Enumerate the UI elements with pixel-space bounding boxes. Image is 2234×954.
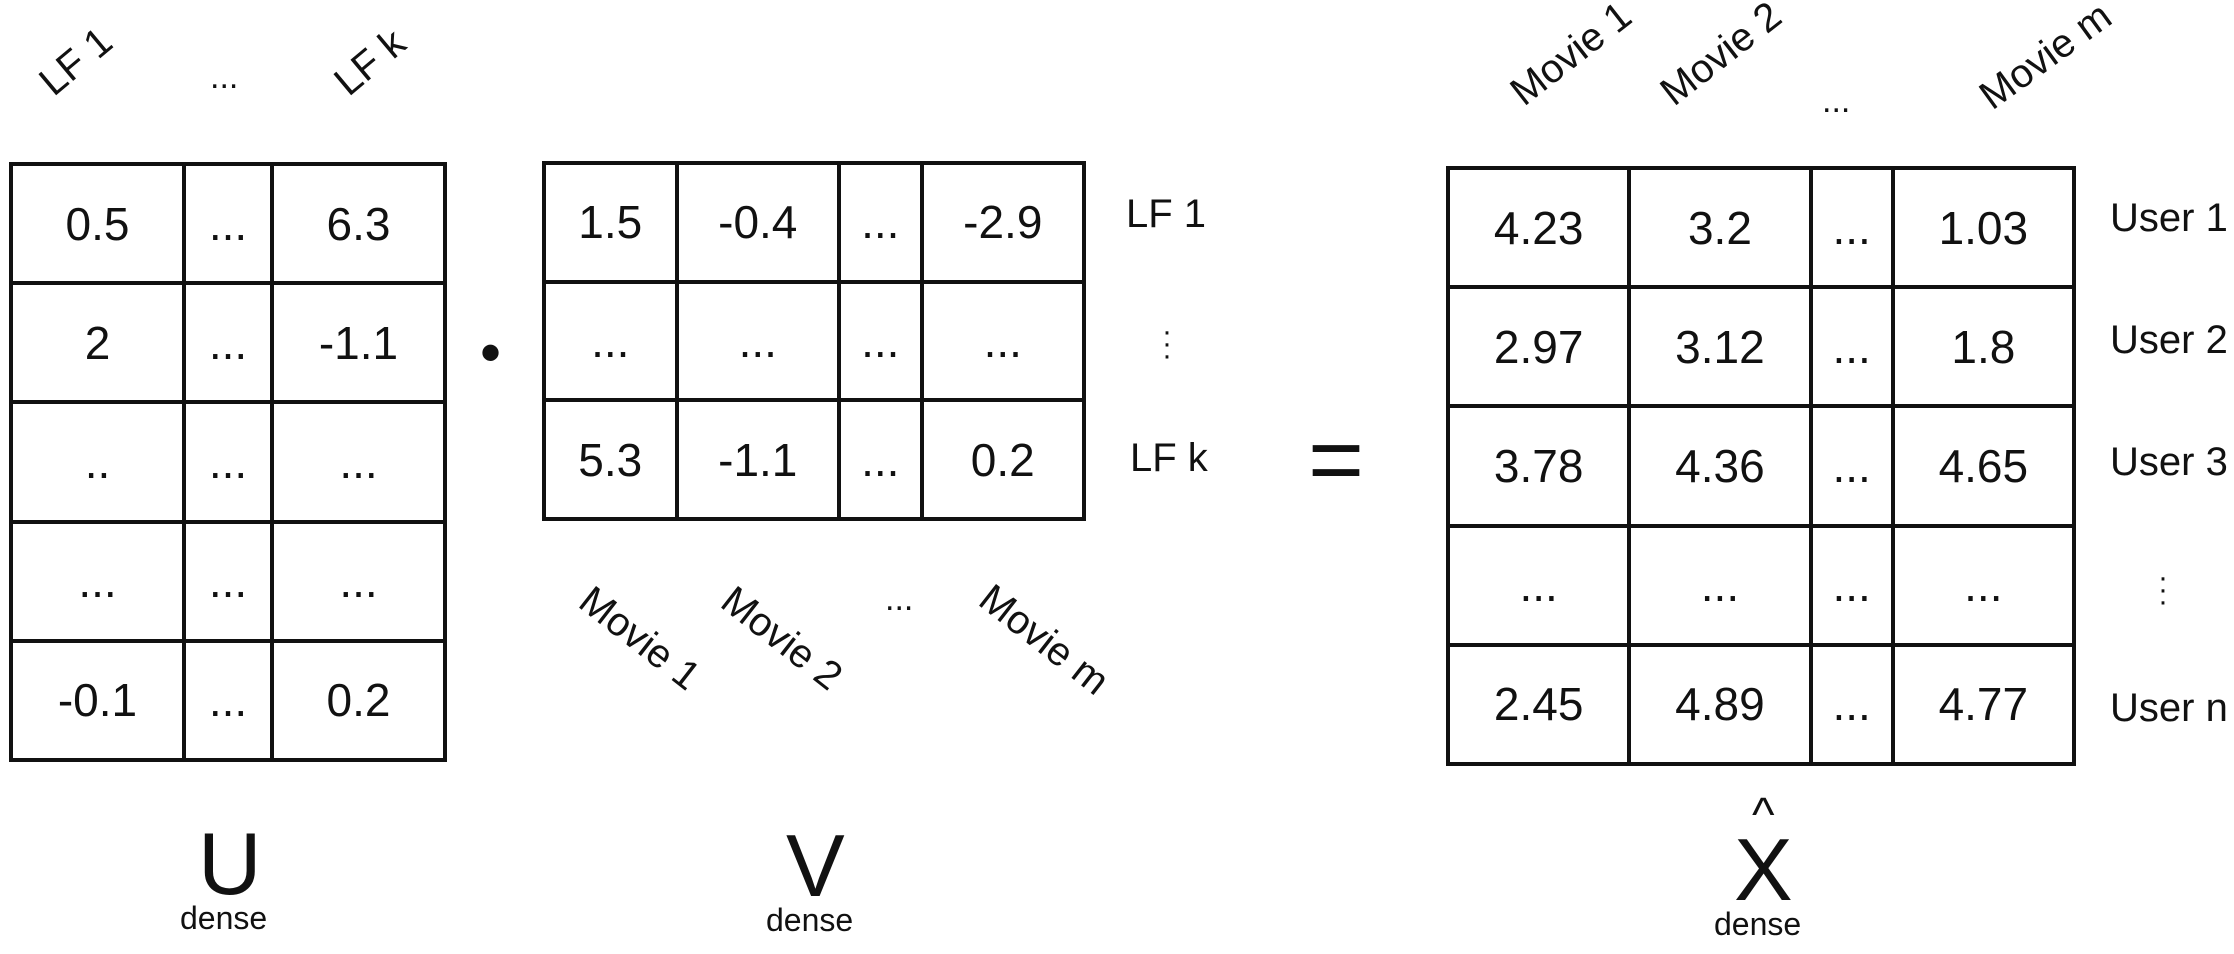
x-cell: ... <box>1445 523 1632 647</box>
u-cell: ... <box>182 161 274 286</box>
u-cell: 2 <box>9 281 186 405</box>
x-row-label-usern: User n <box>2110 686 2228 730</box>
x-cell: 3.12 <box>1627 285 1813 409</box>
x-cell: 1.03 <box>1890 165 2077 290</box>
v-cell: ... <box>836 279 924 403</box>
v-row-label-vdots: ··· <box>1162 315 1172 372</box>
v-col-label-movie1: Movie 1 <box>570 578 709 699</box>
x-cell: 2.45 <box>1445 642 1632 767</box>
u-col-label-ellipsis: ... <box>210 58 239 96</box>
v-cell: ... <box>836 161 924 284</box>
x-caption: dense <box>1714 906 1802 942</box>
v-col-label-moviem: Movie m <box>970 576 1118 704</box>
x-cell: 2.97 <box>1445 285 1632 409</box>
v-cell: ... <box>836 398 924 521</box>
x-row-label-user2: User 2 <box>2110 318 2228 362</box>
u-cell: ... <box>182 400 274 524</box>
u-cell: .. <box>9 400 186 524</box>
u-cell: ... <box>9 519 186 643</box>
v-cell: ... <box>674 279 841 403</box>
v-col-label-ellipsis: ... <box>885 580 914 618</box>
v-cell: 1.5 <box>542 161 679 284</box>
u-name: U <box>198 814 262 913</box>
x-name: X <box>1734 820 1793 919</box>
x-cell: 3.78 <box>1445 404 1632 528</box>
matrix-u: 0.5 ... 6.3 2 ... -1.1 .. ... ... ... ..… <box>9 161 448 763</box>
x-hat-accent: ^ <box>1752 789 1775 842</box>
x-cell: ... <box>1808 165 1895 290</box>
x-cell: 1.8 <box>1890 285 2077 409</box>
v-cell: 0.2 <box>919 398 1087 521</box>
u-col-label-lf1: LF 1 <box>31 19 121 105</box>
u-cell: -0.1 <box>9 638 186 763</box>
x-row-label-user1: User 1 <box>2110 196 2228 240</box>
u-cell: -1.1 <box>269 281 448 405</box>
v-cell: ... <box>919 279 1087 403</box>
dot-operator: • <box>480 319 502 386</box>
x-col-label-movie2: Movie 2 <box>1652 0 1790 115</box>
x-cell: ... <box>1890 523 2077 647</box>
x-cell: 3.2 <box>1627 165 1813 290</box>
u-cell: ... <box>269 519 448 643</box>
x-cell: 4.65 <box>1890 404 2077 528</box>
v-name: V <box>786 816 845 915</box>
u-cell: ... <box>182 638 274 763</box>
x-cell: 4.36 <box>1627 404 1813 528</box>
x-cell: ... <box>1808 404 1895 528</box>
v-col-label-movie2: Movie 2 <box>712 578 851 699</box>
v-cell: -1.1 <box>674 398 841 521</box>
x-cell: ... <box>1808 642 1895 767</box>
x-col-label-movie1: Movie 1 <box>1502 0 1640 115</box>
x-cell: 4.89 <box>1627 642 1813 767</box>
v-row-label-lf1: LF 1 <box>1126 192 1207 236</box>
x-cell: ... <box>1808 285 1895 409</box>
x-row-label-vdots: ··· <box>2158 561 2168 618</box>
x-cell: 4.77 <box>1890 642 2077 767</box>
v-cell: 5.3 <box>542 398 679 521</box>
v-cell: -2.9 <box>919 161 1087 284</box>
u-cell: ... <box>182 281 274 405</box>
u-cell: ... <box>269 400 448 524</box>
x-cell: ... <box>1627 523 1813 647</box>
v-row-label-lfk: LF k <box>1130 436 1208 480</box>
v-cell: -0.4 <box>674 161 841 284</box>
u-cell: 0.5 <box>9 161 186 286</box>
matrix-x-hat: 4.23 3.2 ... 1.03 2.97 3.12 ... 1.8 3.78… <box>1445 165 2077 767</box>
u-cell: 6.3 <box>269 161 448 286</box>
x-row-label-user3: User 3 <box>2110 440 2228 484</box>
u-caption: dense <box>180 900 268 936</box>
u-cell: 0.2 <box>269 638 448 763</box>
u-cell: ... <box>182 519 274 643</box>
x-cell: ... <box>1808 523 1895 647</box>
matrix-v: 1.5 -0.4 ... -2.9 ... ... ... ... 5.3 -1… <box>542 161 1087 521</box>
equals-operator: = <box>1308 406 1365 513</box>
v-cell: ... <box>542 279 679 403</box>
u-col-label-lfk: LF k <box>326 20 414 105</box>
x-col-label-moviem: Movie m <box>1971 0 2120 119</box>
x-col-label-ellipsis: ... <box>1822 82 1851 120</box>
v-caption: dense <box>766 902 854 938</box>
x-cell: 4.23 <box>1445 165 1632 290</box>
